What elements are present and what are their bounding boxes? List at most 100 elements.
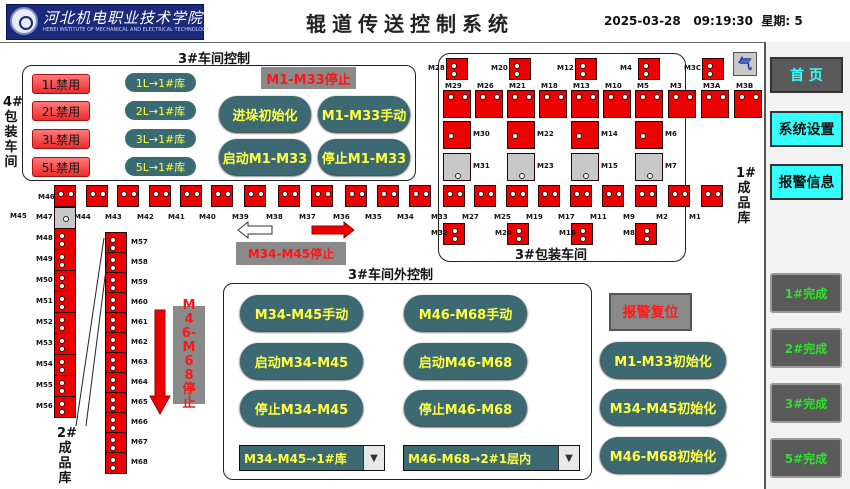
alarm-info-button[interactable]: 报警信息	[770, 164, 843, 200]
conveyor-m19[interactable]	[538, 185, 560, 207]
sensor-dot	[450, 71, 457, 78]
conveyor-m34[interactable]	[409, 185, 431, 207]
conveyor-m5[interactable]	[635, 90, 663, 118]
conveyor-m3[interactable]	[668, 90, 696, 118]
conveyor-m36[interactable]	[345, 185, 367, 207]
conveyor-m26[interactable]	[475, 90, 503, 118]
conveyor-m35[interactable]	[377, 185, 399, 207]
conveyor-m24[interactable]	[507, 223, 529, 245]
m46-m68-init-button[interactable]: M46-M68初始化	[600, 437, 726, 473]
disable-5l-button[interactable]: 5L禁用	[32, 157, 90, 177]
m34-m45-manual-button[interactable]: M34-M45手动	[240, 295, 363, 331]
conveyor-m27[interactable]	[474, 185, 496, 207]
conveyor-m42[interactable]	[149, 185, 171, 207]
disable-2l-button[interactable]: 2L禁用	[32, 101, 90, 121]
conveyor-m32[interactable]	[443, 223, 465, 245]
m34-m45-route-select[interactable]: M34-M45→1#库▼	[239, 445, 385, 471]
conveyor-m41[interactable]	[180, 185, 202, 207]
conveyor-m43[interactable]	[117, 185, 139, 207]
start-m1-m33-button[interactable]: 启动M1-M33	[219, 139, 311, 175]
stop-m1-m33-button[interactable]: 停止M1-M33	[318, 139, 410, 175]
conveyor-m39[interactable]	[244, 185, 266, 207]
feed-init-button[interactable]: 进垛初始化	[219, 96, 311, 132]
conveyor-m38[interactable]	[278, 185, 300, 207]
stop-m34-m45-button[interactable]: 停止M34-M45	[240, 390, 363, 426]
conveyor-m37[interactable]	[311, 185, 333, 207]
conveyor-m46[interactable]	[54, 185, 76, 207]
conveyor-m68[interactable]	[105, 452, 127, 474]
conveyor-label: M15	[601, 162, 618, 170]
conveyor-label: M68	[131, 458, 148, 466]
conveyor-m66[interactable]	[105, 412, 127, 434]
conveyor-m8[interactable]	[635, 223, 657, 245]
complete-1-button[interactable]: 1#完成	[770, 273, 842, 313]
conveyor-m55[interactable]	[54, 375, 76, 397]
sensor-dot	[58, 295, 65, 302]
conveyor-m3a[interactable]	[701, 90, 729, 118]
sensor-dot	[583, 190, 590, 197]
conveyor-m15[interactable]	[571, 153, 599, 181]
m1-m33-manual-button[interactable]: M1-M33手动	[318, 96, 410, 132]
sensor-dot	[422, 190, 429, 197]
home-button[interactable]: 首 页	[770, 57, 843, 93]
conveyor-m64[interactable]	[105, 372, 127, 394]
conveyor-m47[interactable]	[54, 207, 76, 229]
conveyor-m13[interactable]	[571, 90, 599, 118]
m46-m68-route-select[interactable]: M46-M68→2#1层内▼	[403, 445, 580, 471]
conveyor-m2[interactable]	[668, 185, 690, 207]
conveyor-label: M4	[620, 64, 632, 72]
conveyor-m11[interactable]	[602, 185, 624, 207]
conveyor-m16[interactable]	[571, 223, 593, 245]
conveyor-m9[interactable]	[635, 185, 657, 207]
m1-m33-init-button[interactable]: M1-M33初始化	[600, 342, 726, 378]
sensor-dot	[509, 190, 516, 197]
system-settings-button[interactable]: 系统设置	[770, 111, 843, 147]
chevron-down-icon[interactable]: ▼	[363, 446, 384, 470]
conveyor-m20[interactable]	[509, 58, 531, 80]
conveyor-m7[interactable]	[635, 153, 663, 181]
conveyor-m56[interactable]	[54, 396, 76, 418]
conveyor-m25[interactable]	[506, 185, 528, 207]
conveyor-m28[interactable]	[446, 58, 468, 80]
sensor-dot	[580, 236, 586, 243]
conveyor-m6[interactable]	[635, 121, 663, 149]
conveyor-m44[interactable]	[86, 185, 108, 207]
conveyor-m3c[interactable]	[702, 58, 724, 80]
sensor-dot	[512, 93, 518, 100]
conveyor-m12[interactable]	[575, 58, 597, 80]
sensor-dot	[58, 337, 65, 344]
conveyor-m3b[interactable]	[734, 90, 762, 118]
complete-2-button[interactable]: 2#完成	[770, 328, 842, 368]
sensor-dot	[58, 388, 65, 395]
conveyor-m31[interactable]	[443, 153, 471, 181]
start-m46-m68-button[interactable]: 启动M46-M68	[404, 343, 527, 379]
conveyor-label: M9	[623, 213, 635, 221]
conveyor-m14[interactable]	[571, 121, 599, 149]
disable-3l-button[interactable]: 3L禁用	[32, 129, 90, 149]
complete-3-button[interactable]: 3#完成	[770, 383, 842, 423]
m34-m45-init-button[interactable]: M34-M45初始化	[600, 389, 726, 425]
conveyor-m21[interactable]	[507, 90, 535, 118]
conveyor-m1[interactable]	[701, 185, 723, 207]
disable-1l-button[interactable]: 1L禁用	[32, 74, 90, 94]
conveyor-m52[interactable]	[54, 312, 76, 334]
conveyor-m30[interactable]	[443, 121, 471, 149]
m46-m68-manual-button[interactable]: M46-M68手动	[404, 295, 527, 331]
conveyor-m23[interactable]	[507, 153, 535, 181]
conveyor-m10[interactable]	[603, 90, 631, 118]
stop-m46-m68-button[interactable]: 停止M46-M68	[404, 390, 527, 426]
conveyor-m40[interactable]	[211, 185, 233, 207]
start-m34-m45-button[interactable]: 启动M34-M45	[240, 343, 363, 379]
conveyor-m4[interactable]	[638, 58, 660, 80]
conveyor-m17[interactable]	[570, 185, 592, 207]
conveyor-m22[interactable]	[507, 121, 535, 149]
conveyor-m61[interactable]	[105, 312, 127, 334]
conveyor-label: M33	[431, 213, 448, 221]
conveyor-m33[interactable]	[443, 185, 465, 207]
alarm-reset-button[interactable]: 报警复位	[609, 293, 692, 331]
complete-5-button[interactable]: 5#完成	[770, 438, 842, 478]
conveyor-m18[interactable]	[539, 90, 567, 118]
chevron-down-icon[interactable]: ▼	[558, 446, 579, 470]
conveyor-m29[interactable]	[443, 90, 471, 118]
sensor-dot	[516, 227, 522, 234]
